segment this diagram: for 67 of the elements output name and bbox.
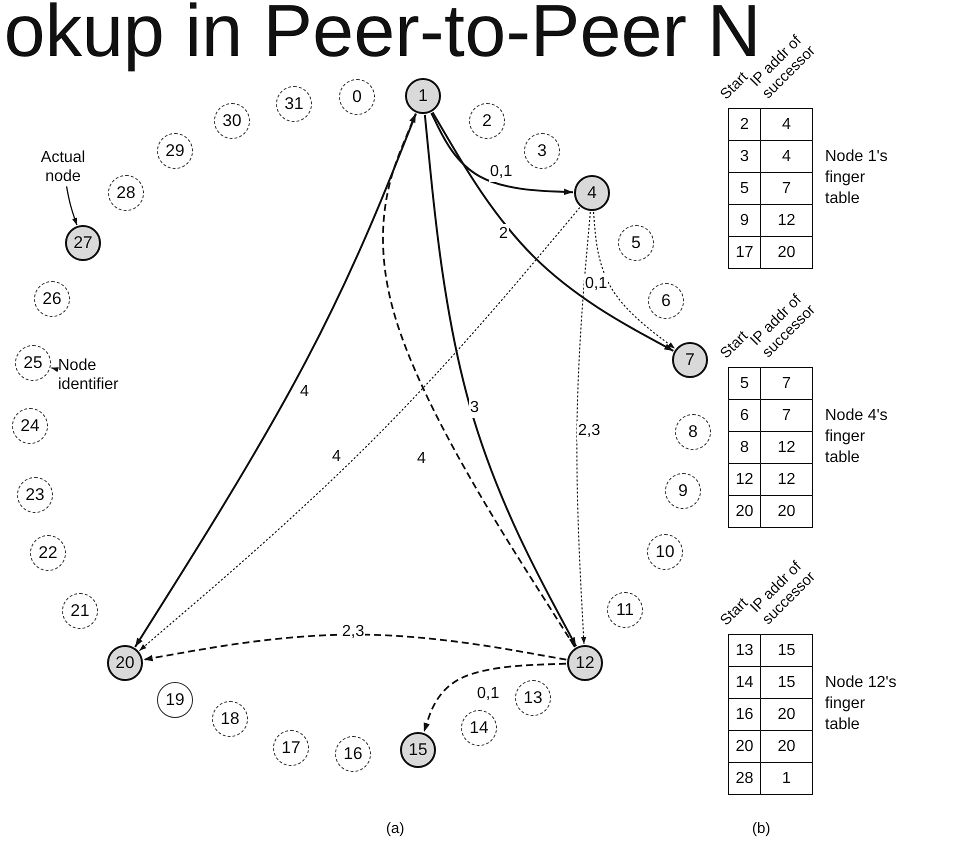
node-identifier-circle: 8	[675, 414, 711, 450]
node-identifier-circle: 2	[469, 103, 505, 139]
actual-node-circle: 4	[574, 175, 610, 211]
table-cell: 1	[760, 762, 813, 795]
table-caption: Node 12's finger table	[825, 673, 898, 735]
arrow	[134, 113, 417, 648]
table-cell: 5	[728, 367, 761, 400]
node-identifier-circle: 0	[339, 79, 375, 115]
leader-line	[50, 367, 59, 372]
panel-label: (a)	[386, 820, 404, 837]
table-cell: 28	[728, 762, 761, 795]
edge-label: 0,1	[584, 274, 608, 294]
table-cell: 17	[728, 236, 761, 269]
node-identifier-circle: 31	[276, 86, 312, 122]
table-cell: 2	[728, 108, 761, 141]
node-identifier-circle: 16	[335, 736, 371, 772]
node-identifier-circle: 30	[214, 103, 250, 139]
table-cell: 15	[760, 634, 813, 667]
arrow	[592, 212, 676, 349]
table-cell: 7	[760, 367, 813, 400]
arrow	[424, 114, 577, 647]
edge-label: 3	[469, 398, 480, 418]
node-identifier-circle: 29	[157, 133, 193, 169]
table-cell: 13	[728, 634, 761, 667]
node-identifier-circle: 19	[157, 682, 193, 718]
node-identifier-circle: 14	[461, 710, 497, 746]
node-identifier-circle: 17	[273, 730, 309, 766]
arrow	[382, 113, 576, 648]
node-identifier-circle: 23	[17, 477, 53, 513]
panel-label: (b)	[752, 820, 770, 837]
actual-node-circle: 1	[405, 78, 441, 114]
edge-label: 2,3	[577, 421, 602, 441]
node-identifier-circle: 25	[15, 345, 51, 381]
leader-line	[66, 186, 78, 226]
table-cell: 20	[728, 495, 761, 528]
annotation-text: Actual node	[30, 148, 96, 186]
table-caption: Node 1's finger table	[825, 147, 889, 209]
node-identifier-circle: 22	[30, 535, 66, 571]
actual-node-circle: 27	[65, 225, 101, 261]
actual-node-circle: 7	[672, 342, 708, 378]
arrow	[432, 112, 674, 352]
arrow	[423, 662, 566, 732]
arrow	[576, 212, 591, 644]
edge-label: 0,1	[489, 162, 514, 182]
actual-node-circle: 12	[567, 645, 603, 681]
table-cell: 20	[760, 495, 813, 528]
node-identifier-circle: 24	[12, 408, 48, 444]
node-identifier-circle: 28	[108, 175, 144, 211]
arrow	[139, 207, 580, 652]
arrow	[144, 634, 566, 662]
node-identifier-circle: 3	[524, 133, 560, 169]
node-identifier-circle: 9	[665, 473, 701, 509]
annotation-text: Node identifier	[58, 356, 148, 394]
table-cell: 20	[760, 236, 813, 269]
node-identifier-circle: 10	[647, 534, 683, 570]
table-cell: 4	[760, 108, 813, 141]
node-identifier-circle: 21	[62, 593, 98, 629]
actual-node-circle: 20	[107, 645, 143, 681]
node-identifier-circle: 5	[618, 225, 654, 261]
node-identifier-circle: 18	[212, 701, 248, 737]
node-identifier-circle: 6	[648, 283, 684, 319]
arrow	[430, 112, 574, 196]
node-identifier-circle: 26	[34, 281, 70, 317]
node-identifier-circle: 13	[515, 680, 551, 716]
actual-node-circle: 15	[400, 732, 436, 768]
table-caption: Node 4's finger table	[825, 406, 889, 468]
node-identifier-circle: 11	[607, 592, 643, 628]
